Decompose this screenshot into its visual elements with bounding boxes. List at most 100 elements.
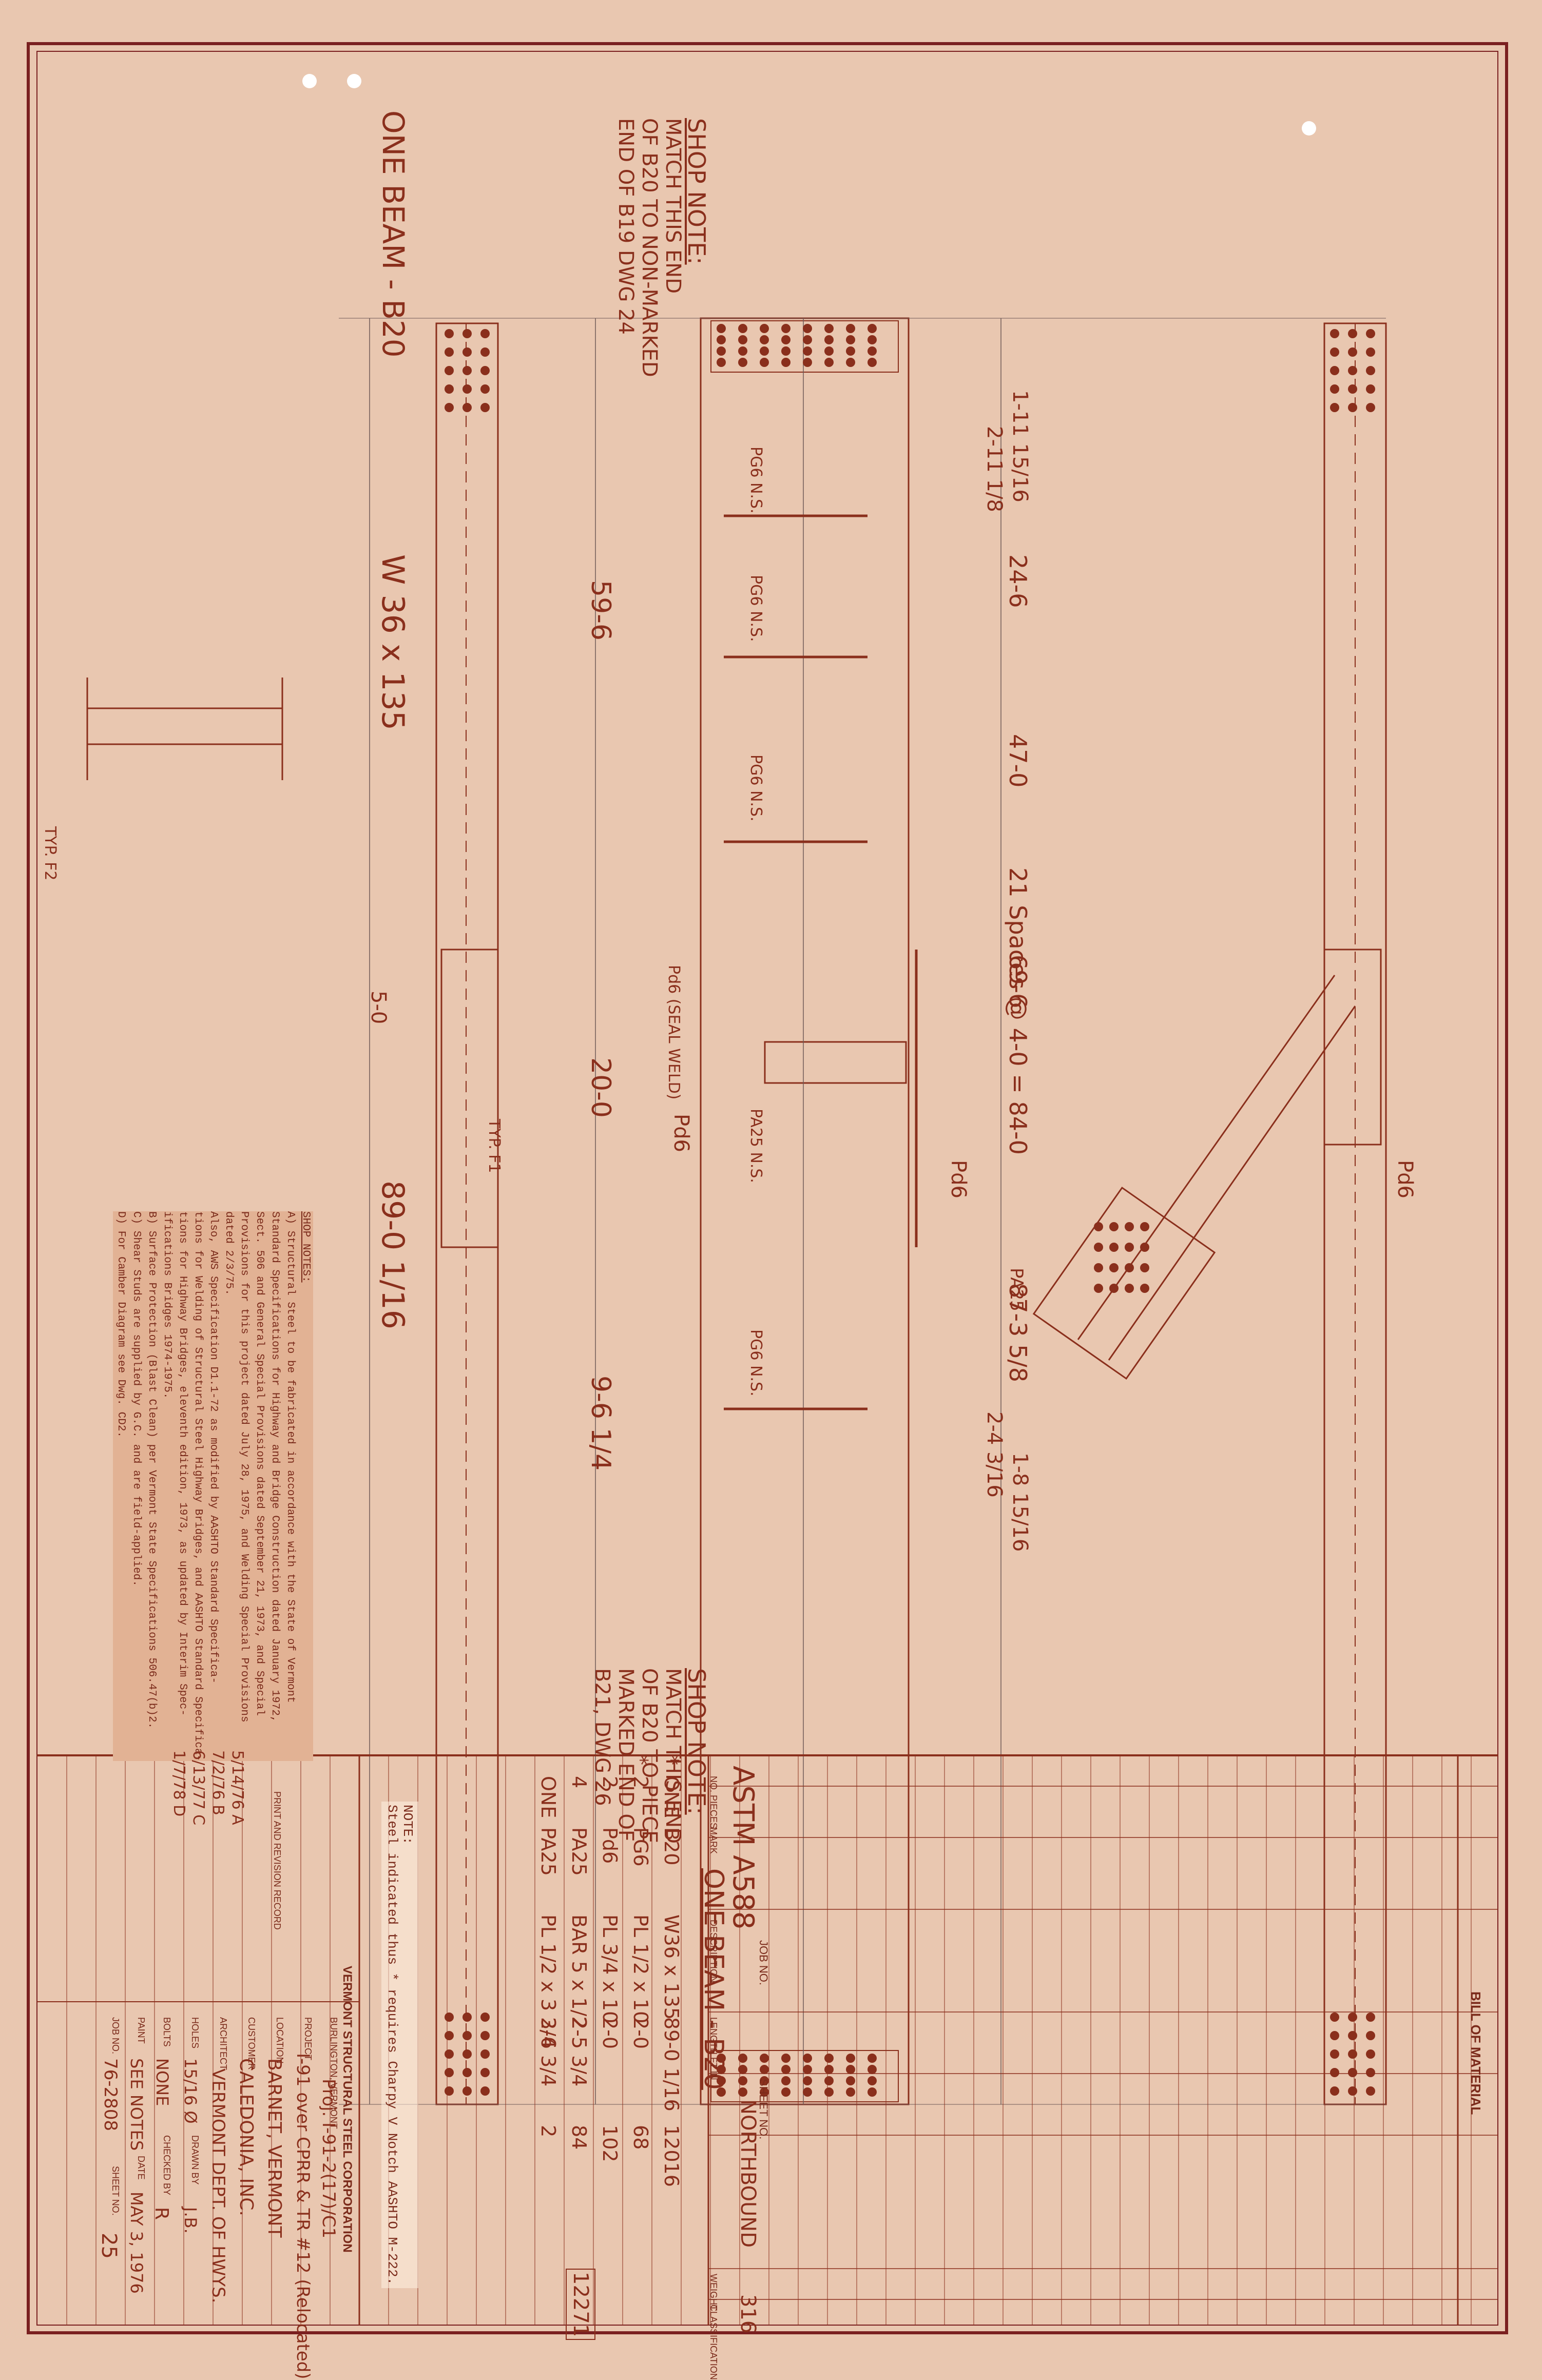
bolt-hole: [760, 2087, 769, 2097]
station-4: 47-0: [1004, 734, 1032, 788]
bolt-hole: [824, 2054, 834, 2063]
bolt-hole: [480, 2068, 490, 2077]
bom-col: CLASSIFICATION: [708, 2305, 719, 2380]
bolt-holes: [445, 324, 1375, 2097]
bolt-hole: [717, 2065, 726, 2074]
bolt-hole: [738, 324, 747, 333]
bolt-hole: [868, 2076, 877, 2085]
bolt-hole: [738, 335, 747, 344]
location-label: LOCATION: [275, 2017, 285, 2064]
bolt-hole: [760, 358, 769, 367]
bom-cell-star: *: [660, 1755, 683, 1765]
bolt-hole: [1125, 1222, 1134, 1231]
plate-label: PG6 N.S.: [747, 575, 765, 642]
bolt-hole: [480, 2013, 490, 2022]
typ-f2: TYP. F2: [41, 826, 59, 881]
bolt-hole: [445, 403, 454, 412]
overall-length: 89-0 1/16: [375, 1181, 411, 1329]
bom-cell-mark: PG6: [629, 1827, 652, 1867]
bolt-hole: [445, 2068, 454, 2077]
date: MAY 3, 1976: [127, 2192, 146, 2294]
bom-col: DESCRIPTION: [708, 1920, 719, 1983]
bolt-hole: [717, 346, 726, 356]
bom-col: MARK: [708, 1827, 719, 1854]
bolt-hole: [480, 366, 490, 375]
bom-cell-pieces: ONE: [537, 1776, 560, 1818]
revision-entry: 6/13/77 C: [189, 1750, 207, 1826]
bom-cell-length: 2-5 3/4: [568, 2017, 590, 2087]
bolt-hole: [781, 2065, 791, 2074]
plate-label: PA25 N.S.: [747, 1109, 765, 1183]
station-3: 24-6: [1004, 554, 1032, 608]
bolt-hole: [803, 358, 812, 367]
shop-notes-line: dated 2/3/75.: [223, 1211, 235, 1295]
bolt-hole: [1125, 1284, 1134, 1293]
bom-cell-desc: BAR 5 x 1/2: [568, 1914, 590, 2029]
bom-material: ASTM A588: [726, 1766, 760, 1930]
bolt-hole: [1366, 2013, 1375, 2022]
station-2: 2-11 1/8: [982, 426, 1006, 512]
bom-cell-mark: Pd6: [599, 1827, 621, 1864]
bolt-hole: [1109, 1243, 1119, 1252]
plate-label: Pd6: [669, 1114, 693, 1152]
bolt-hole: [1366, 2049, 1375, 2059]
bolts: NONE: [152, 2058, 172, 2106]
bolt-hole: [1330, 2068, 1339, 2077]
bolt-hole: [760, 2065, 769, 2074]
bolt-hole: [846, 324, 855, 333]
plate-label: PA25: [1006, 1268, 1027, 1311]
holes: 15/16 Ø: [181, 2058, 200, 2124]
bom-cell-weight: 102: [599, 2125, 621, 2162]
drawn: J.B.: [181, 2207, 200, 2234]
station-5: 69-6: [1004, 955, 1032, 1009]
bom-cell-desc: PL 1/2 x 10: [629, 1914, 652, 2024]
plate-label: PG6 N.S.: [747, 754, 765, 822]
bolt-hole: [1348, 2068, 1357, 2077]
bolt-hole: [462, 403, 472, 412]
shop-notes-line: Provisions for this project dated July 2…: [238, 1211, 250, 1723]
bolt-hole: [480, 384, 490, 394]
bolt-hole: [462, 2068, 472, 2077]
beam-section: W 36 x 135: [375, 554, 411, 730]
bolt-hole: [803, 2054, 812, 2063]
shop-notes-line: A) Structural Steel to be fabricated in …: [284, 1211, 296, 1703]
bolt-hole: [868, 2054, 877, 2063]
bolt-hole: [480, 2086, 490, 2096]
location: BARNET, VERMONT: [264, 2058, 285, 2238]
bolt-hole: [1140, 1263, 1149, 1272]
bolt-hole: [1094, 1284, 1103, 1293]
bolt-hole: [760, 2076, 769, 2085]
shop-notes-line: C) Shear Studs are supplied by G.C. and …: [130, 1211, 142, 1586]
bolt-hole: [462, 329, 472, 338]
bom-cell-desc: PL 3/4 x 10: [599, 1914, 621, 2024]
bom-cell-pieces: 2: [629, 1776, 652, 1789]
bolt-hole: [445, 366, 454, 375]
job-no: 76-2808: [100, 2058, 121, 2132]
plate-label: Pd6: [1393, 1160, 1417, 1198]
plate-label: Pd6: [947, 1160, 970, 1198]
bolt-hole: [1348, 2049, 1357, 2059]
shop-note-1-line: OF B20 TO NON-MARKED: [638, 118, 661, 377]
bolt-hole: [846, 2054, 855, 2063]
bolt-hole: [1366, 384, 1375, 394]
bom-cell-length: 89-0 1/16: [660, 2017, 683, 2112]
bolt-hole: [717, 358, 726, 367]
note-text: Steel indicated thus * requires Charpy V…: [384, 1805, 400, 2286]
bolt-hole: [1348, 2031, 1357, 2040]
bolt-hole: [1094, 1243, 1103, 1252]
note-label: NOTE:: [400, 1805, 415, 1845]
bolt-hole: [846, 2076, 855, 2085]
revision-entry: 7/2/76 B: [209, 1750, 227, 1815]
bolt-hole: [1348, 366, 1357, 375]
bom-cell-pieces: ONE: [660, 1776, 683, 1818]
outer-border: [27, 42, 1508, 2334]
bolt-hole: [717, 335, 726, 344]
bom-cell-mark: PA25: [568, 1827, 590, 1876]
bom-cell-weight: 84: [568, 2125, 590, 2150]
bolt-hole: [1140, 1284, 1149, 1293]
bolt-hole: [480, 2031, 490, 2040]
bolt-hole: [824, 335, 834, 344]
bolt-hole: [824, 2076, 834, 2085]
shop-note-1: SHOP NOTE: MATCH THIS END OF B20 TO NON-…: [614, 118, 710, 377]
sheet-no: 25: [97, 2233, 121, 2259]
